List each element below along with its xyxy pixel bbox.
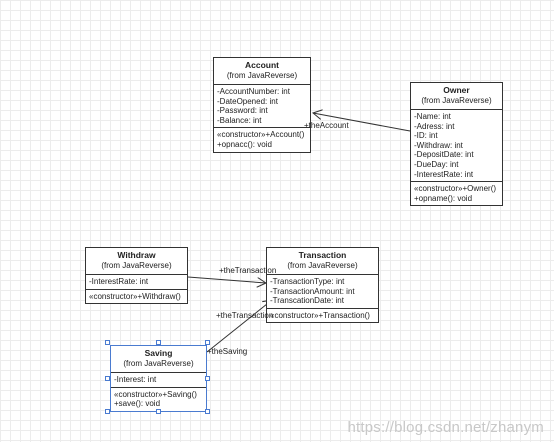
resize-handle-top-center[interactable] [156, 340, 161, 345]
attribute-row: -InterestRate: int [89, 277, 149, 286]
attribute-row: -Password: int [217, 106, 268, 116]
class-saving-stereotype: (from JavaReverse) [123, 359, 194, 368]
class-withdraw[interactable]: Withdraw (from JavaReverse) -InterestRat… [85, 247, 188, 305]
class-transaction-stereotype: (from JavaReverse) [287, 261, 358, 270]
role-label-the-saving: +theSaving [207, 347, 248, 356]
resize-handle-top-right[interactable] [205, 340, 210, 345]
resize-handle-middle-left[interactable] [105, 376, 110, 381]
resize-handle-bottom-left[interactable] [105, 409, 110, 414]
attribute-row: -TransactionType: int [270, 277, 345, 286]
operation-row: «constructor»+Saving() [114, 389, 197, 399]
class-withdraw-operations: «constructor»+Withdraw() [86, 290, 187, 304]
role-label-the-transaction: +theTransaction [219, 266, 277, 275]
attribute-row: -Withdraw: int [414, 140, 463, 150]
attribute-row: -Name: int [414, 112, 451, 121]
class-owner-operations: «constructor»+Owner() +opname(): void [411, 182, 502, 205]
class-owner-stereotype: (from JavaReverse) [421, 96, 492, 105]
class-transaction-attributes: -TransactionType: int -TransactionAmount… [267, 275, 378, 309]
class-account-attributes: -AccountNumber: int -DateOpened: int -Pa… [214, 85, 310, 129]
attribute-row: -Adress: int [414, 121, 455, 131]
operation-row: +opname(): void [414, 193, 473, 203]
class-saving-name: Saving [144, 348, 173, 358]
operation-row: «constructor»+Transaction() [270, 310, 370, 320]
resize-handle-middle-right[interactable] [205, 376, 210, 381]
attribute-row: -AccountNumber: int [217, 87, 290, 96]
operation-row: «constructor»+Withdraw() [89, 291, 181, 301]
edge-owner-account[interactable] [313, 113, 411, 132]
class-saving-attributes: -Interest: int [111, 373, 206, 388]
operation-row: «constructor»+Account() [217, 130, 305, 140]
class-owner-attributes: -Name: int -Adress: int -ID: int -Withdr… [411, 110, 502, 183]
role-label-the-account: +theAccount [304, 121, 349, 130]
attribute-row: -DateOpened: int [217, 96, 278, 106]
attribute-row: -DepositDate: int [414, 150, 474, 160]
class-withdraw-stereotype: (from JavaReverse) [101, 261, 172, 270]
resize-handle-bottom-center[interactable] [156, 409, 161, 414]
class-owner-header: Owner (from JavaReverse) [411, 83, 502, 110]
class-account-name: Account [245, 60, 279, 70]
class-withdraw-name: Withdraw [117, 250, 156, 260]
operation-row: +opnacc(): void [217, 139, 272, 149]
class-owner-name: Owner [443, 85, 470, 95]
operation-row: «constructor»+Owner() [414, 184, 497, 194]
class-transaction[interactable]: Transaction (from JavaReverse) -Transact… [266, 247, 379, 324]
edge-saving-transaction[interactable] [206, 300, 272, 353]
class-withdraw-attributes: -InterestRate: int [86, 275, 187, 290]
attribute-row: -Balance: int [217, 115, 262, 125]
attribute-row: -InterestRate: int [414, 169, 474, 179]
class-account[interactable]: Account (from JavaReverse) -AccountNumbe… [213, 57, 311, 153]
attribute-row: -TransactionAmount: int [270, 286, 355, 296]
class-account-operations: «constructor»+Account() +opnacc(): void [214, 128, 310, 151]
resize-handle-bottom-right[interactable] [205, 409, 210, 414]
attribute-row: -DueDay: int [414, 159, 459, 169]
resize-handle-top-left[interactable] [105, 340, 110, 345]
attribute-row: -TranscationDate: int [270, 296, 344, 306]
class-transaction-header: Transaction (from JavaReverse) [267, 248, 378, 275]
class-transaction-name: Transaction [298, 250, 347, 260]
role-label-the-transaction-2: +theTransaction [216, 311, 274, 320]
class-withdraw-header: Withdraw (from JavaReverse) [86, 248, 187, 275]
class-owner[interactable]: Owner (from JavaReverse) -Name: int -Adr… [410, 82, 503, 207]
class-transaction-operations: «constructor»+Transaction() [267, 309, 378, 323]
attribute-row: -ID: int [414, 131, 438, 141]
class-account-stereotype: (from JavaReverse) [226, 71, 298, 80]
attribute-row: -Interest: int [114, 375, 157, 384]
class-saving-header: Saving (from JavaReverse) [111, 346, 206, 373]
operation-row: +save(): void [114, 399, 161, 409]
watermark-text: https://blog.csdn.net/zhanym [347, 419, 544, 436]
class-saving[interactable]: Saving (from JavaReverse) -Interest: int… [110, 345, 207, 412]
class-account-header: Account (from JavaReverse) [214, 58, 310, 85]
class-saving-operations: «constructor»+Saving() +save(): void [111, 388, 206, 411]
edge-withdraw-transaction[interactable] [187, 276, 266, 283]
